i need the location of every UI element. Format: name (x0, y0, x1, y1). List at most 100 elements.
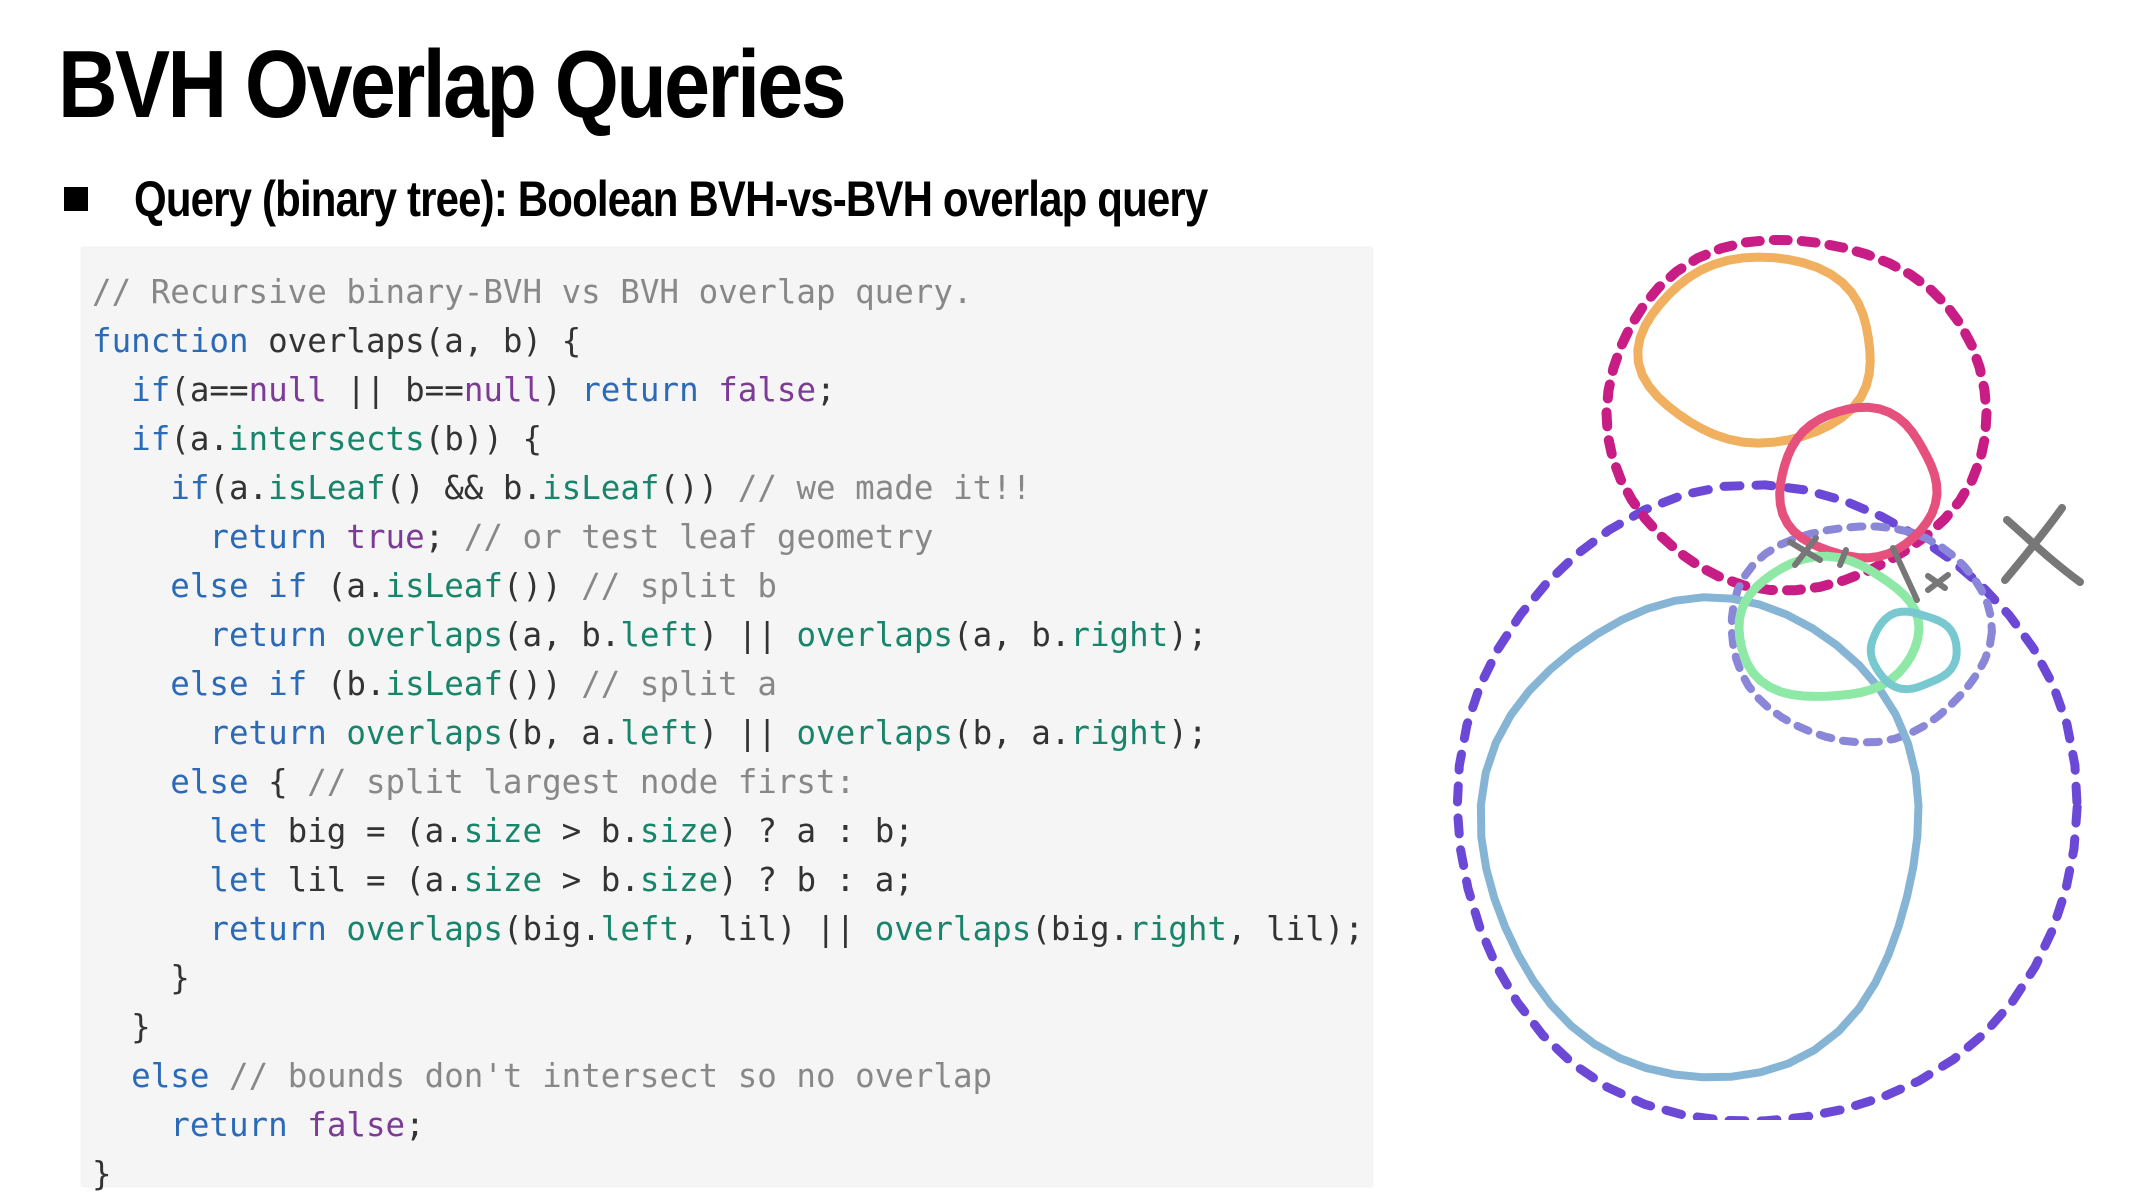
code-listing: // Recursive binary-BVH vs BVH overlap q… (92, 268, 1364, 1199)
bvh-overlap-illustration (1452, 234, 2084, 1120)
code-line: } (92, 954, 1364, 1003)
code-token: let (209, 812, 269, 850)
code-token: size (639, 861, 719, 899)
code-token: return (209, 616, 327, 654)
code-token: , lil) || (679, 910, 875, 948)
code-token: ()) (659, 469, 738, 507)
code-token: return (170, 1106, 288, 1144)
pink-leaf (1775, 402, 1942, 563)
code-token: left (620, 616, 699, 654)
magenta-parent-bound (1601, 234, 1992, 596)
code-token: overlaps (346, 616, 503, 654)
code-token: ; (405, 1106, 425, 1144)
code-token: (b)) { (424, 420, 543, 458)
lavender-child-bound (1727, 522, 1996, 747)
code-line: let big = (a.size > b.size) ? a : b; (92, 807, 1364, 856)
code-token (327, 518, 347, 556)
code-token: null (463, 371, 543, 409)
code-token: ) || (698, 714, 797, 752)
code-token: (b, a. (953, 714, 1071, 752)
overlap-test-marks (1787, 535, 1951, 603)
code-token: overlaps (874, 910, 1032, 948)
code-line: // Recursive binary-BVH vs BVH overlap q… (92, 268, 1364, 317)
code-token: overlaps (796, 714, 954, 752)
code-token: lil = (a. (268, 861, 464, 899)
slide-title: BVH Overlap Queries (58, 31, 847, 138)
code-token: else (170, 763, 249, 801)
code-token: (a, b. (502, 616, 621, 654)
cyan-leaf (1866, 607, 1961, 694)
code-token: ); (1168, 714, 1208, 752)
code-line: return false; (92, 1101, 1364, 1150)
code-token (327, 910, 347, 948)
code-token: (a. (209, 469, 269, 507)
code-token: ) ? a : b; (718, 812, 914, 850)
cross-mark-icon (2001, 504, 2084, 586)
code-token: isLeaf (385, 665, 503, 703)
code-token: null (248, 371, 327, 409)
code-token: function (92, 322, 249, 360)
code-token: isLeaf (268, 469, 386, 507)
code-token: overlaps (796, 616, 954, 654)
code-token: size (463, 861, 543, 899)
code-token: , lil); (1226, 910, 1364, 948)
code-token: // split largest node first: (307, 763, 856, 801)
code-token: overlaps(a, b) { (248, 322, 582, 360)
code-token: right (1070, 616, 1169, 654)
code-token: || b== (326, 371, 464, 409)
code-token: (a. (307, 567, 386, 605)
code-token: if (170, 469, 210, 507)
code-token: > b. (542, 861, 640, 899)
code-token: // split a (581, 665, 777, 703)
code-token: // bounds don't intersect so no overlap (229, 1057, 993, 1095)
code-line: if(a==null || b==null) return false; (92, 366, 1364, 415)
code-token (327, 616, 347, 654)
code-token: (a== (170, 371, 249, 409)
green-leaf (1734, 551, 1924, 701)
code-line: else { // split largest node first: (92, 758, 1364, 807)
code-line: return overlaps(a, b.left) || overlaps(a… (92, 611, 1364, 660)
code-token: return (209, 910, 327, 948)
code-token: left (600, 910, 680, 948)
code-token: // split b (581, 567, 777, 605)
code-token (209, 1057, 229, 1095)
code-line: return overlaps(b, a.left) || overlaps(b… (92, 709, 1364, 758)
code-line: function overlaps(a, b) { (92, 317, 1364, 366)
code-line: else // bounds don't intersect so no ove… (92, 1052, 1364, 1101)
code-token: return (209, 714, 327, 752)
code-token: left (620, 714, 699, 752)
code-token: return (209, 518, 327, 556)
code-token: intersects (228, 420, 425, 458)
code-token: // we made it!! (737, 469, 1032, 507)
code-token: (a. (170, 420, 229, 458)
code-token: return (581, 371, 699, 409)
bullet-text: Query (binary tree): Boolean BVH-vs-BVH … (134, 171, 1208, 227)
code-line: else if (a.isLeaf()) // split b (92, 562, 1364, 611)
code-token: size (639, 812, 719, 850)
code-token (327, 714, 347, 752)
code-token: } (170, 959, 190, 997)
bullet-square-icon (64, 187, 88, 211)
code-token: (a, b. (953, 616, 1071, 654)
code-token: else (131, 1057, 210, 1095)
code-token: (big. (1031, 910, 1130, 948)
code-line: let lil = (a.size > b.size) ? b : a; (92, 856, 1364, 905)
code-token (699, 371, 719, 409)
blue-leaf (1476, 593, 1923, 1082)
code-token: ) (542, 371, 582, 409)
code-token: (b, a. (502, 714, 621, 752)
code-block: // Recursive binary-BVH vs BVH overlap q… (82, 248, 1372, 1193)
code-token: else if (170, 665, 308, 703)
code-token: ()) (502, 567, 582, 605)
code-token: isLeaf (385, 567, 503, 605)
code-line: } (92, 1003, 1364, 1052)
code-token: } (131, 1008, 151, 1046)
code-token: overlaps (346, 714, 503, 752)
code-token (288, 1106, 308, 1144)
code-token: } (92, 1155, 112, 1193)
code-token: false (307, 1106, 406, 1144)
code-token: // or test leaf geometry (463, 518, 934, 556)
code-token: (big. (502, 910, 601, 948)
code-token: let (209, 861, 269, 899)
code-line: else if (b.isLeaf()) // split a (92, 660, 1364, 709)
